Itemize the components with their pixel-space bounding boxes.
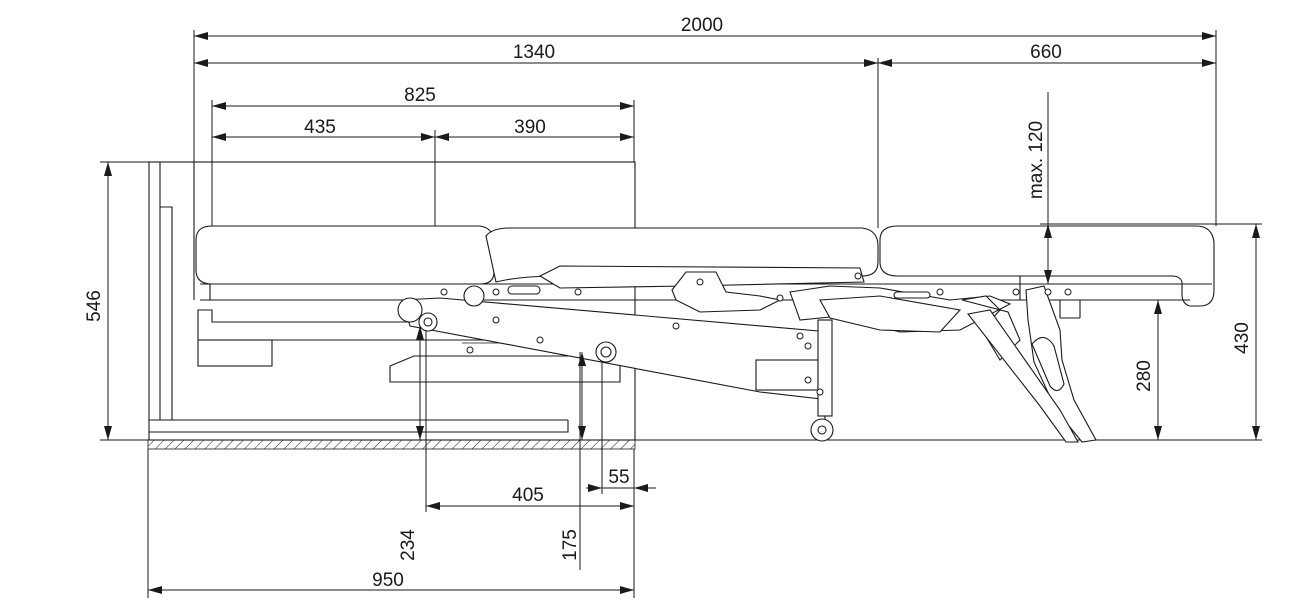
dimension-2000: 2000	[194, 15, 1216, 40]
dimension-950: 950	[148, 570, 634, 594]
sofa-frame	[148, 161, 636, 441]
dimension-660: 660	[878, 42, 1216, 67]
dimension-280: 280	[1134, 300, 1162, 440]
castor-wheel	[810, 418, 834, 442]
dimension-435: 435	[212, 117, 435, 141]
floor-line	[147, 439, 1262, 450]
wheel-rear	[418, 312, 438, 332]
label-max-120: max. 120	[1026, 121, 1047, 199]
dimension-825: 825	[212, 85, 634, 110]
dimension-405: 405	[426, 485, 634, 510]
label-405: 405	[512, 485, 544, 506]
label-2000: 2000	[681, 15, 723, 36]
dimension-1340: 1340	[194, 42, 878, 67]
dimension-175: 175	[560, 352, 586, 561]
wheel-front	[595, 341, 617, 363]
label-430: 430	[1232, 322, 1253, 354]
label-950: 950	[372, 570, 404, 591]
label-280: 280	[1134, 360, 1155, 392]
dimension-234: 234	[398, 326, 424, 561]
extension-lines	[100, 30, 1262, 598]
sliding-base	[389, 342, 621, 383]
dimension-430: 430	[1232, 224, 1260, 440]
dimension-55: 55	[586, 467, 656, 492]
dimension-390: 390	[435, 117, 634, 141]
label-55: 55	[608, 467, 629, 488]
label-546: 546	[84, 290, 105, 322]
label-175: 175	[560, 529, 581, 561]
label-1340: 1340	[513, 42, 555, 63]
dimension-max-120: max. 120	[1026, 92, 1052, 284]
back-cushion	[195, 225, 495, 285]
label-234: 234	[398, 529, 419, 561]
floor-hatching	[147, 439, 636, 450]
extension-cushion	[879, 225, 1215, 307]
folding-mechanism	[397, 265, 1097, 443]
label-660: 660	[1030, 42, 1062, 63]
label-435: 435	[304, 117, 336, 138]
dimension-546: 546	[84, 162, 112, 440]
label-825: 825	[404, 85, 436, 106]
label-390: 390	[514, 117, 546, 138]
